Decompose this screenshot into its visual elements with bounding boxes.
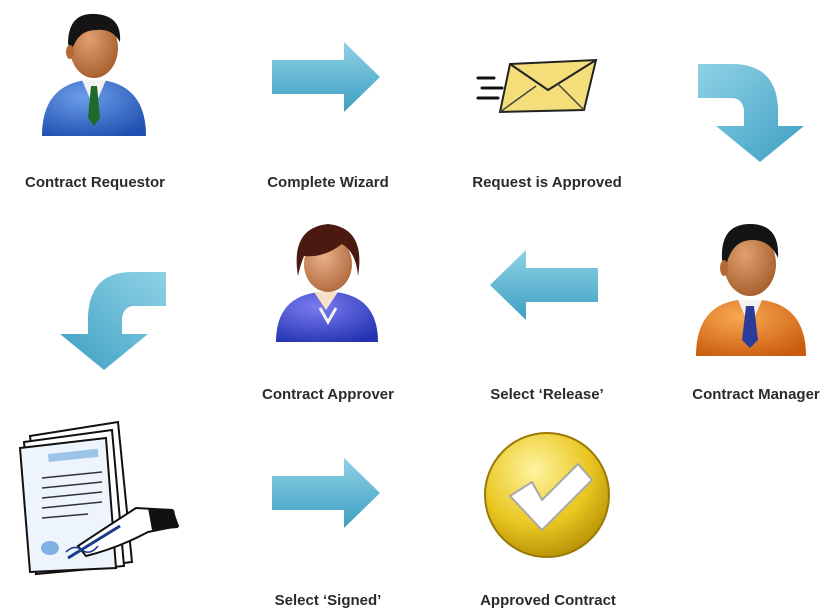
step-label-contract-approver: Contract Approver: [262, 386, 394, 403]
step-label-select-signed: Select ‘Signed’: [274, 592, 382, 609]
arrow-select-release: [488, 250, 598, 320]
signed-document-icon: [18, 420, 180, 576]
arrow-right-icon: [272, 42, 380, 112]
step-label-contract-requestor: Contract Requestor: [24, 174, 166, 191]
arrow-complete-wizard: [272, 42, 382, 112]
step-label-select-release: Select ‘Release’: [490, 386, 604, 403]
contract-approver-node: [268, 218, 386, 348]
curved-arrow-down-left: [60, 272, 170, 372]
step-label-request-approved: Request is Approved: [472, 174, 622, 191]
contract-requestor-node: [28, 8, 158, 138]
envelope-icon: [476, 58, 598, 114]
request-approved-node: [476, 56, 606, 116]
approved-contract-node: [482, 430, 612, 560]
curved-arrow-down-icon: [698, 64, 804, 162]
curved-arrow-down-icon: [60, 272, 166, 370]
arrow-left-icon: [490, 250, 598, 320]
arrow-select-signed: [272, 458, 382, 528]
step-label-contract-manager: Contract Manager: [692, 386, 820, 403]
step-label-complete-wizard: Complete Wizard: [267, 174, 389, 191]
contract-manager-node: [688, 210, 816, 360]
businessman-blue-icon: [42, 13, 146, 136]
curved-arrow-down-right: [698, 64, 810, 164]
businesswoman-icon: [276, 224, 378, 342]
businessman-orange-icon: [696, 224, 806, 356]
step-label-approved-contract: Approved Contract: [480, 592, 616, 609]
signed-document-node: [8, 416, 184, 576]
checkmark-badge-icon: [484, 432, 610, 558]
arrow-right-icon: [272, 458, 380, 528]
